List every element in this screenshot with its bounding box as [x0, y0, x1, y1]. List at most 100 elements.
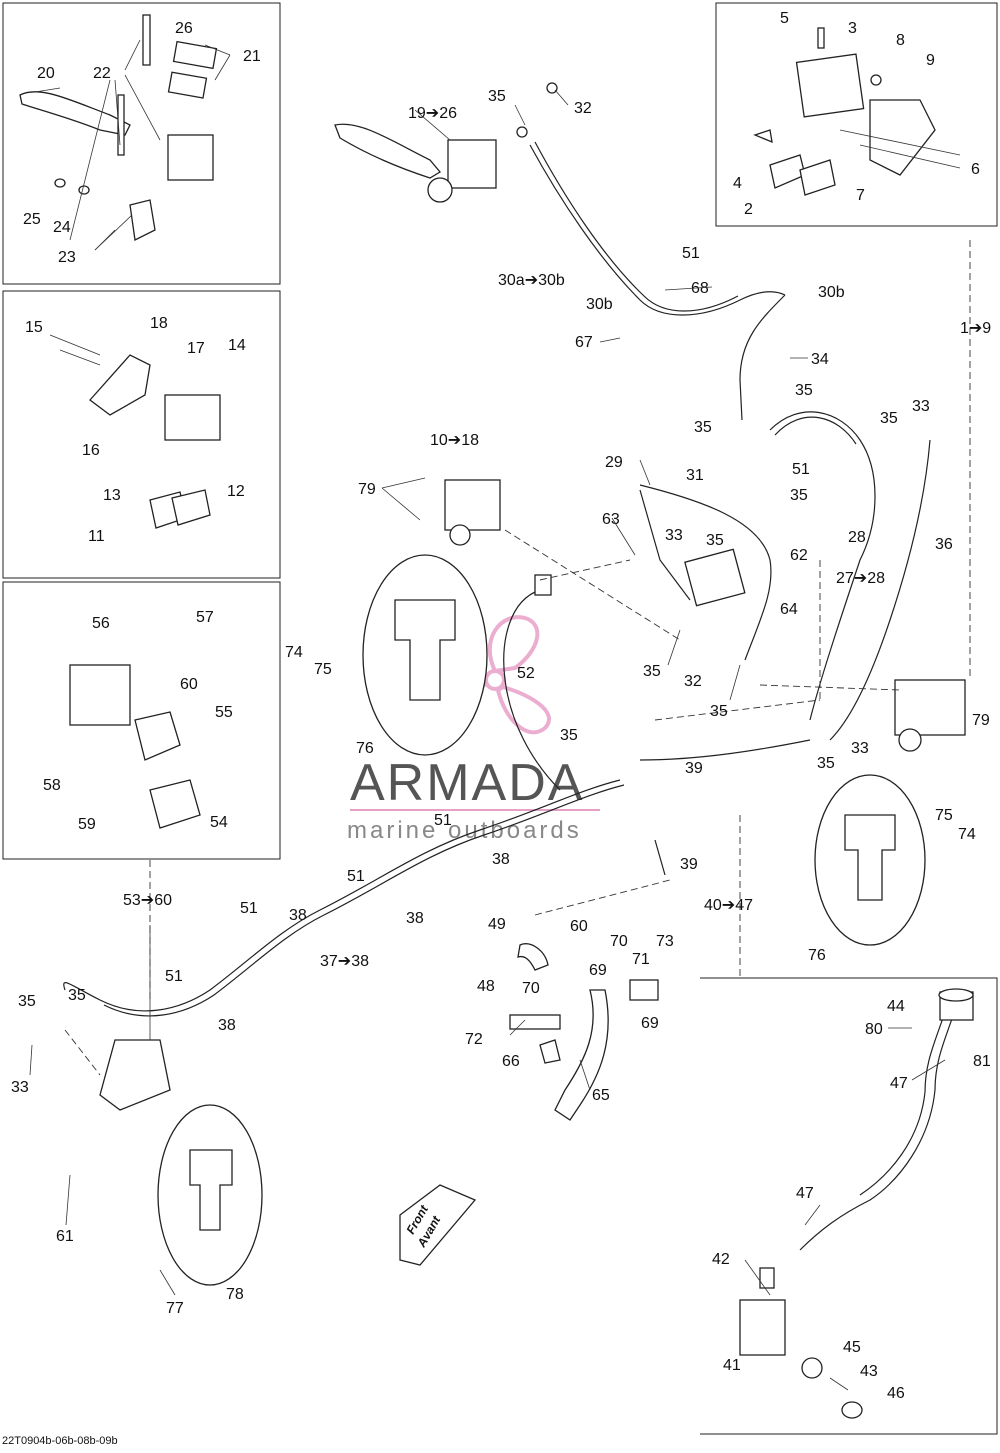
callout-9: 9 — [926, 52, 935, 69]
callout-28: 28 — [848, 529, 866, 546]
inset-frame-caliper-top-right — [715, 2, 998, 227]
callout-14: 14 — [228, 337, 246, 354]
callout-70-b: 70 — [522, 980, 540, 997]
callout-8: 8 — [896, 32, 905, 49]
drawing-code: 22T0904b-06b-08b-09b — [2, 1435, 118, 1447]
callout-51-b: 51 — [792, 461, 810, 478]
callout-1-9: 1➔9 — [960, 320, 991, 337]
callout-75-a: 75 — [314, 661, 332, 678]
inset-frame-rear-caliper — [2, 581, 281, 860]
callout-35-b: 35 — [795, 382, 813, 399]
callout-47-b: 47 — [796, 1185, 814, 1202]
callout-29: 29 — [605, 454, 623, 471]
callout-38-c: 38 — [406, 910, 424, 927]
callout-23: 23 — [58, 249, 76, 266]
rear-master-cylinder-parts — [739, 988, 974, 1419]
callout-18: 18 — [150, 315, 168, 332]
callout-74-a: 74 — [285, 644, 303, 661]
callout-7: 7 — [856, 187, 865, 204]
callout-35-c: 35 — [694, 419, 712, 436]
callout-33-b: 33 — [665, 527, 683, 544]
callout-62: 62 — [790, 547, 808, 564]
callout-15: 15 — [25, 319, 43, 336]
callout-70-a: 70 — [610, 933, 628, 950]
callout-51-e: 51 — [240, 900, 258, 917]
callout-58: 58 — [43, 777, 61, 794]
callout-35-g: 35 — [643, 663, 661, 680]
callout-59: 59 — [78, 816, 96, 833]
callout-30b-left: 30b — [586, 296, 613, 313]
callout-77: 77 — [166, 1300, 184, 1317]
callout-4: 4 — [733, 175, 742, 192]
callout-31: 31 — [686, 467, 704, 484]
callout-39-a: 39 — [685, 760, 703, 777]
callout-42: 42 — [712, 1251, 730, 1268]
callout-11: 11 — [88, 528, 105, 545]
callout-69-b: 69 — [641, 1015, 659, 1032]
callout-35-k: 35 — [18, 993, 36, 1010]
callout-61: 61 — [56, 1228, 74, 1245]
callout-3: 3 — [848, 20, 857, 37]
callout-47-a: 47 — [890, 1075, 908, 1092]
inset-frame-front-caliper — [2, 290, 281, 579]
callout-60-a: 60 — [180, 676, 198, 693]
callout-38-b: 38 — [289, 907, 307, 924]
callout-68: 68 — [691, 280, 709, 297]
callout-36: 36 — [935, 536, 953, 553]
callout-21: 21 — [243, 48, 261, 65]
callout-33-a: 33 — [912, 398, 930, 415]
front-caliper-left-parts — [49, 334, 221, 529]
callout-46: 46 — [887, 1385, 905, 1402]
callout-76-a: 76 — [356, 740, 374, 757]
callout-35-i: 35 — [560, 727, 578, 744]
callout-78: 78 — [226, 1286, 244, 1303]
callout-64: 64 — [780, 601, 798, 618]
callout-76-b: 76 — [808, 947, 826, 964]
callout-63: 63 — [602, 511, 620, 528]
brake-disc-front-right — [814, 774, 926, 946]
callout-26: 26 — [175, 20, 193, 37]
callout-37-38: 37➔38 — [320, 953, 369, 970]
callout-53-60: 53➔60 — [123, 892, 172, 909]
callout-5: 5 — [780, 10, 789, 27]
callout-27-28: 27➔28 — [836, 570, 885, 587]
callout-35-h: 35 — [710, 703, 728, 720]
callout-20: 20 — [37, 65, 55, 82]
callout-35-j: 35 — [817, 755, 835, 772]
callout-72: 72 — [465, 1031, 483, 1048]
callout-51-c: 51 — [434, 812, 452, 829]
callout-35-e: 35 — [790, 487, 808, 504]
brake-disc-front-left — [362, 554, 488, 756]
dashed-leaders — [64, 240, 971, 1076]
callout-73: 73 — [656, 933, 674, 950]
callout-35-f: 35 — [706, 532, 724, 549]
brake-disc-rear — [157, 1104, 263, 1286]
callout-17: 17 — [187, 340, 205, 357]
callout-13: 13 — [103, 487, 121, 504]
callout-56: 56 — [92, 615, 110, 632]
callout-33-d: 33 — [11, 1079, 29, 1096]
callout-67: 67 — [575, 334, 593, 351]
callout-54: 54 — [210, 814, 228, 831]
callout-10-18: 10➔18 — [430, 432, 479, 449]
callout-79-b: 79 — [972, 712, 990, 729]
callout-39-b: 39 — [680, 856, 698, 873]
front-direction-marker: Front Avant — [399, 1184, 477, 1266]
caliper-right-middle-parts — [894, 679, 966, 752]
callout-6: 6 — [971, 161, 980, 178]
callout-32-b: 32 — [684, 673, 702, 690]
inset-frame-rear-master — [700, 977, 998, 1435]
caliper-top-right-parts — [753, 27, 961, 196]
callout-leaders — [29, 39, 946, 1391]
callout-35-a: 35 — [488, 88, 506, 105]
callout-35-l: 35 — [68, 987, 86, 1004]
callout-71: 71 — [632, 951, 650, 968]
master-cylinder-front-parts — [334, 82, 558, 203]
callout-34: 34 — [811, 351, 829, 368]
callout-60-b: 60 — [570, 918, 588, 935]
rear-caliper-left-parts — [69, 664, 201, 1111]
callout-52: 52 — [517, 665, 535, 682]
callout-35-d: 35 — [880, 410, 898, 427]
